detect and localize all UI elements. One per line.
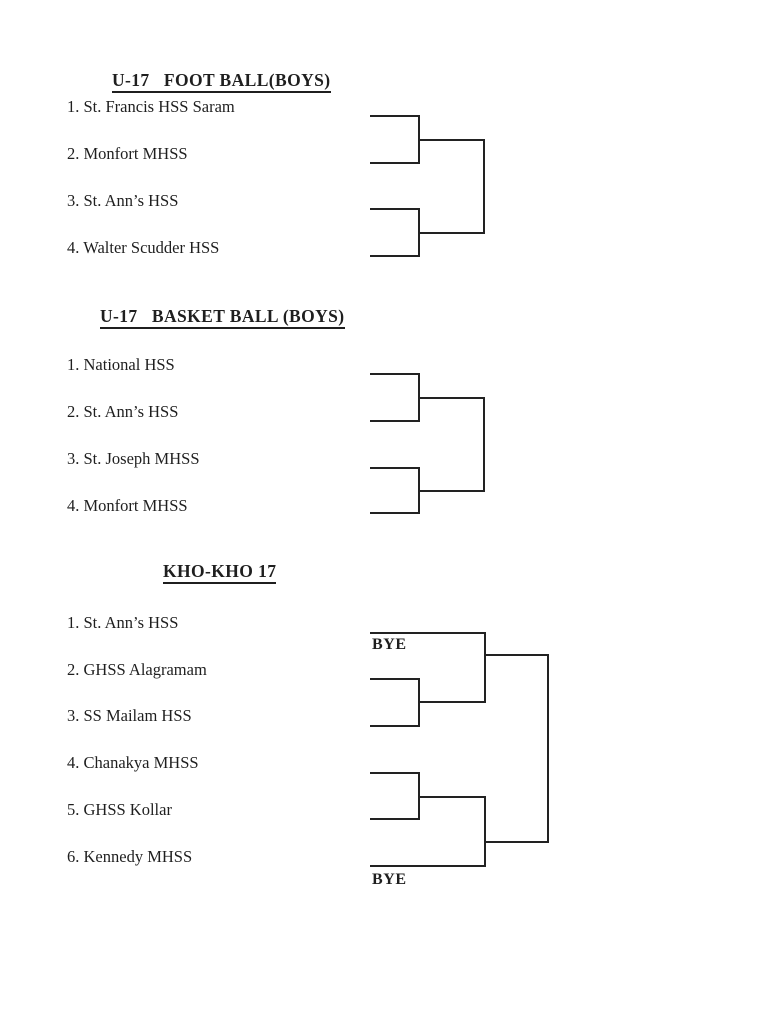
bracket-line-bye-bottom bbox=[370, 865, 484, 867]
bracket-line-teamA bbox=[370, 678, 418, 680]
team-entry: 6. Kennedy MHSS bbox=[67, 847, 193, 866]
bracket-line-team1 bbox=[370, 373, 418, 375]
bracket-connector-final bbox=[547, 654, 549, 843]
bracket-connector-final bbox=[483, 397, 485, 492]
team-entry: 2. GHSS Alagramam bbox=[67, 660, 207, 679]
bracket-line-bye-top bbox=[370, 632, 484, 634]
bracket-line-teamC bbox=[370, 772, 418, 774]
team-entry: 3. St. Ann’s HSS bbox=[67, 191, 179, 210]
bracket-connector-semifinal2 bbox=[484, 796, 486, 867]
bracket-line-team2 bbox=[370, 162, 418, 164]
team-entry: 2. Monfort MHSS bbox=[67, 144, 188, 163]
bracket-line-team4 bbox=[370, 255, 418, 257]
bracket-line-winner2 bbox=[418, 796, 484, 798]
team-entry: 3. SS Mailam HSS bbox=[67, 706, 192, 725]
bracket-line-team3 bbox=[370, 208, 418, 210]
bracket-line-team2 bbox=[370, 420, 418, 422]
bye-label-top: BYE bbox=[372, 636, 407, 653]
team-entry: 4. Walter Scudder HSS bbox=[67, 238, 220, 257]
team-entry: 1. St. Ann’s HSS bbox=[67, 613, 179, 632]
bracket-line-team1 bbox=[370, 115, 418, 117]
bracket-connector-final bbox=[483, 139, 485, 234]
bracket-line-team3 bbox=[370, 467, 418, 469]
bracket-line-teamD bbox=[370, 818, 418, 820]
bracket-line-semifinal2-winner bbox=[484, 841, 547, 843]
section-title-basketball: U-17 BASKET BALL (BOYS) bbox=[100, 307, 345, 329]
bracket-connector-semifinal1 bbox=[484, 632, 486, 703]
bracket-line-winner2 bbox=[418, 232, 483, 234]
team-entry: 2. St. Ann’s HSS bbox=[67, 402, 179, 421]
team-entry: 1. National HSS bbox=[67, 355, 175, 374]
bracket-line-winner1 bbox=[418, 139, 483, 141]
section-title-football: U-17 FOOT BALL(BOYS) bbox=[112, 71, 331, 93]
team-entry: 1. St. Francis HSS Saram bbox=[67, 97, 235, 116]
team-entry: 4. Chanakya MHSS bbox=[67, 753, 199, 772]
bracket-line-semifinal1-winner bbox=[484, 654, 547, 656]
team-entry: 5. GHSS Kollar bbox=[67, 800, 172, 819]
bracket-line-winner2 bbox=[418, 490, 483, 492]
section-title-khokho: KHO-KHO 17 bbox=[163, 562, 277, 584]
bracket-line-team4 bbox=[370, 512, 418, 514]
team-entry: 4. Monfort MHSS bbox=[67, 496, 188, 515]
bracket-line-winner1 bbox=[418, 397, 483, 399]
team-entry: 3. St. Joseph MHSS bbox=[67, 449, 200, 468]
bracket-line-teamB bbox=[370, 725, 418, 727]
bye-label-bottom: BYE bbox=[372, 871, 407, 888]
bracket-line-winner1 bbox=[418, 701, 484, 703]
